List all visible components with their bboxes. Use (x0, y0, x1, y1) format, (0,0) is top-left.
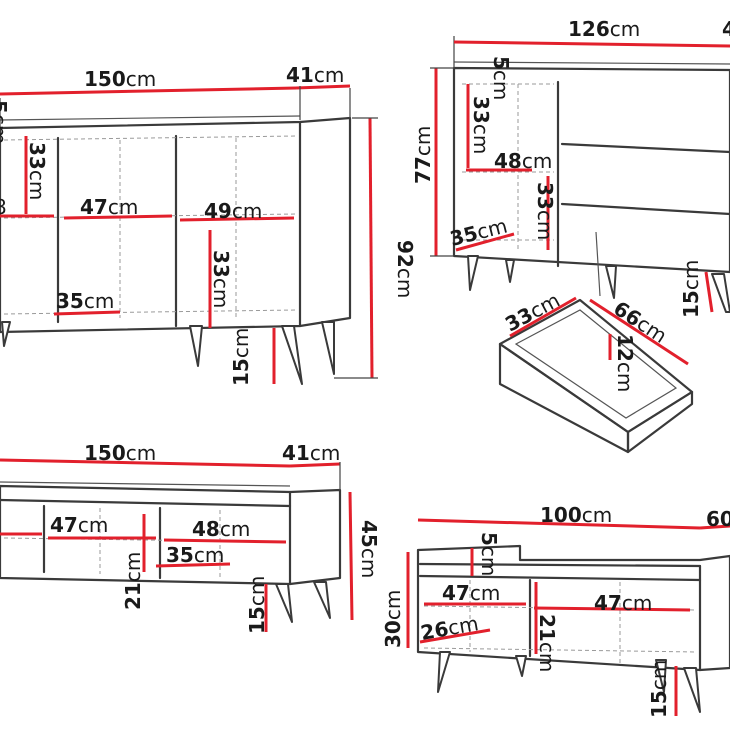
dresser-depth-label: 4 (722, 17, 730, 41)
tvstand-depth-label: 41cm (282, 441, 340, 465)
sideboard-depth-label: 41cm (286, 63, 344, 87)
tvstand-innerheight-label: 21cm (121, 552, 145, 610)
sideboard-width-label: 150cm (84, 67, 156, 91)
dresser-height-label: 77cm (411, 126, 435, 184)
coffeetable-width-label: 100cm (540, 503, 612, 527)
sideboard-drawing (0, 115, 352, 385)
coffeetable-labels: 100cm 60 30cm 5cm 47cm 47cm 26cm 21cm 15… (381, 503, 730, 718)
coffeetable-left-compartment-label: 47cm (442, 581, 500, 605)
sideboard-legs-label: 15cm (229, 328, 253, 386)
drawer-depth-label: 33cm (501, 288, 564, 337)
dresser-topgap-label: 5cm (489, 56, 513, 100)
sideboard-left-compartment-label: 47cm (80, 195, 138, 219)
coffeetable-legs-label: 15cm (647, 660, 671, 718)
tvstand-dimensions (0, 458, 354, 632)
tvstand-height-label: 45cm (357, 520, 381, 578)
drawer-labels: 33cm 66cm 12cm (501, 288, 671, 392)
tvstand-drawing (0, 481, 342, 623)
dresser-labels: 126cm 4 77cm 5cm 33cm 48cm 33cm 35cm 15c… (411, 17, 730, 318)
dresser-shelfwidth-label: 48cm (494, 149, 552, 173)
coffeetable-shelfdepth-label: 26cm (419, 611, 481, 645)
dresser-width-label: 126cm (568, 17, 640, 41)
sideboard-topshelf-label: 33cm (25, 142, 49, 200)
sideboard-shelfdepth-label: 35cm (56, 289, 114, 313)
coffeetable-depth-label: 60 (706, 507, 730, 531)
tvstand-labels: 150cm 41cm 45cm 47cm 48cm 35cm 21cm 15cm (50, 441, 381, 634)
drawer-drawing (498, 298, 694, 454)
tvstand-shelfdepth-label: 35cm (166, 543, 224, 567)
sideboard-bottomshelf-label: 33cm (209, 250, 233, 308)
coffeetable-right-compartment-label: 47cm (594, 591, 652, 615)
coffeetable-dimensions (406, 518, 730, 716)
sideboard-leftpartial-label: 8 (0, 195, 7, 219)
sideboard-height-label: 92cm (393, 240, 417, 298)
drawer-height-label: 12cm (613, 334, 637, 392)
drawer-dimensions (509, 296, 689, 366)
tvstand-right-compartment-label: 48cm (192, 517, 250, 541)
tvstand-left-compartment-label: 47cm (50, 513, 108, 537)
coffeetable-drawing (416, 544, 730, 713)
dresser-lowershelf-label: 33cm (533, 182, 557, 240)
sideboard-labels: 150cm 41cm 92cm 5cm 33cm 8 47cm 49cm 33c… (0, 63, 417, 386)
dresser-dimensions (430, 36, 730, 313)
dresser-legs-label: 15cm (679, 260, 703, 318)
tvstand-legs-label: 15cm (245, 576, 269, 634)
dresser-drawing (452, 61, 730, 299)
coffeetable-innerheight-label: 21cm (535, 614, 559, 672)
dresser-shelfheight-label: 33cm (469, 96, 493, 154)
coffeetable-height-label: 30cm (381, 590, 405, 648)
sideboard-dimensions (0, 84, 378, 384)
sideboard-topgap-label: 5cm (0, 100, 11, 144)
tvstand-width-label: 150cm (84, 441, 156, 465)
sideboard-right-compartment-label: 49cm (204, 199, 262, 223)
coffeetable-topgap-label: 5cm (477, 532, 501, 576)
